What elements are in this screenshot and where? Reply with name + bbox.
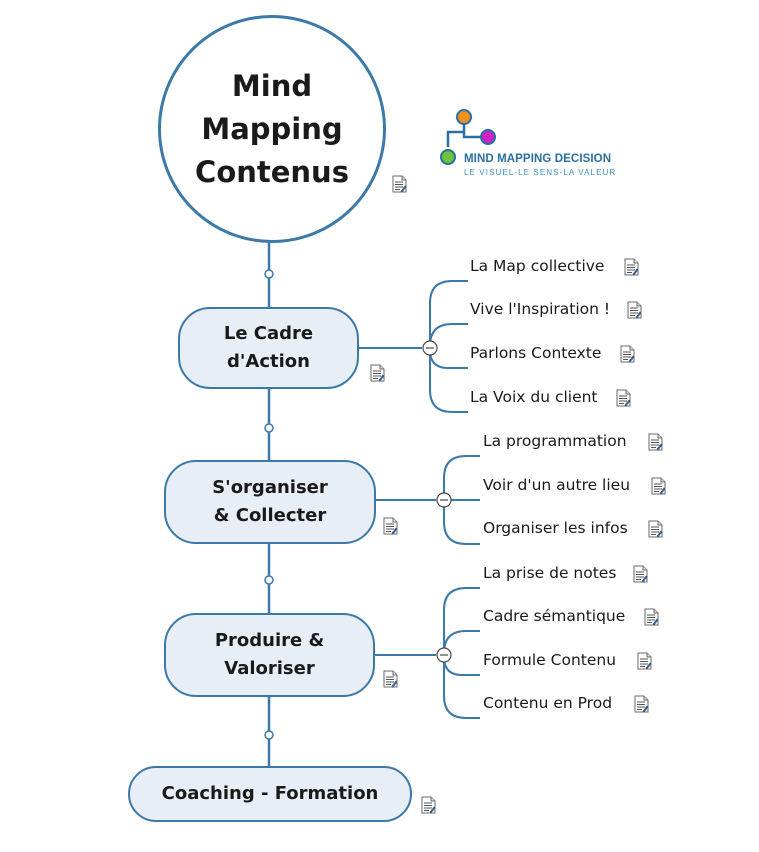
logo-tagline: LE VISUEL-LE SENS-LA VALEUR xyxy=(464,168,617,177)
topic-label: Produire & Valoriser xyxy=(214,630,325,679)
branch-group-3 xyxy=(374,587,480,719)
note-icon[interactable] xyxy=(421,796,436,814)
subtopic-parlons-contexte[interactable]: Parlons Contexte xyxy=(470,344,602,362)
subtopic-contenu-prod[interactable]: Contenu en Prod xyxy=(483,694,613,712)
topic-label: Le Cadre d'Action xyxy=(223,323,314,372)
subtopic-formule-contenu[interactable]: Formule Contenu xyxy=(483,651,617,669)
note-icon[interactable] xyxy=(624,258,639,276)
topic-cadre-action[interactable]: Le Cadre d'Action xyxy=(178,307,359,389)
brand-logo: MIND MAPPING DECISION LE VISUEL-LE SENS-… xyxy=(436,106,626,182)
subtopic-autre-lieu[interactable]: Voir d'un autre lieu xyxy=(483,476,631,494)
topic-produire-valoriser[interactable]: Produire & Valoriser xyxy=(164,613,375,697)
subtopic-vive-inspiration[interactable]: Vive l'Inspiration ! xyxy=(470,300,611,318)
note-icon[interactable] xyxy=(644,608,659,626)
collapse-toggle-icon[interactable] xyxy=(436,492,452,508)
subtopic-cadre-semantique[interactable]: Cadre sémantique xyxy=(483,607,626,625)
note-icon[interactable] xyxy=(383,517,398,535)
topic-label: Coaching - Formation xyxy=(161,783,379,804)
subtopic-prise-notes[interactable]: La prise de notes xyxy=(483,564,617,582)
central-topic-label: Mind Mapping Contenus xyxy=(195,68,349,189)
topic-label: S'organiser & Collecter xyxy=(212,477,328,526)
subtopic-voix-client[interactable]: La Voix du client xyxy=(470,388,598,406)
subtopic-programmation[interactable]: La programmation xyxy=(483,432,627,450)
note-icon[interactable] xyxy=(620,345,635,363)
collapse-toggle-icon[interactable] xyxy=(422,340,438,356)
note-icon[interactable] xyxy=(634,695,649,713)
note-icon[interactable] xyxy=(648,433,663,451)
connector-dot-icon xyxy=(264,269,274,740)
logo-graphic xyxy=(440,109,496,165)
note-icon[interactable] xyxy=(633,565,648,583)
note-icon[interactable] xyxy=(370,364,385,382)
note-icon[interactable] xyxy=(648,520,663,538)
topic-coaching-formation[interactable]: Coaching - Formation xyxy=(128,766,412,822)
subtopic-map-collective[interactable]: La Map collective xyxy=(470,257,605,275)
note-icon[interactable] xyxy=(383,670,398,688)
note-icon[interactable] xyxy=(616,389,631,407)
subtopic-organiser-infos[interactable]: Organiser les infos xyxy=(483,519,628,537)
note-icon[interactable] xyxy=(392,175,407,193)
central-topic[interactable]: Mind Mapping Contenus xyxy=(158,15,386,243)
collapse-toggle-icon[interactable] xyxy=(436,647,452,663)
branch-group-1 xyxy=(358,280,468,413)
topic-organiser-collecter[interactable]: S'organiser & Collecter xyxy=(164,460,376,544)
logo-title: MIND MAPPING DECISION xyxy=(464,153,612,165)
note-icon[interactable] xyxy=(651,477,666,495)
note-icon[interactable] xyxy=(637,652,652,670)
note-icon[interactable] xyxy=(627,301,642,319)
